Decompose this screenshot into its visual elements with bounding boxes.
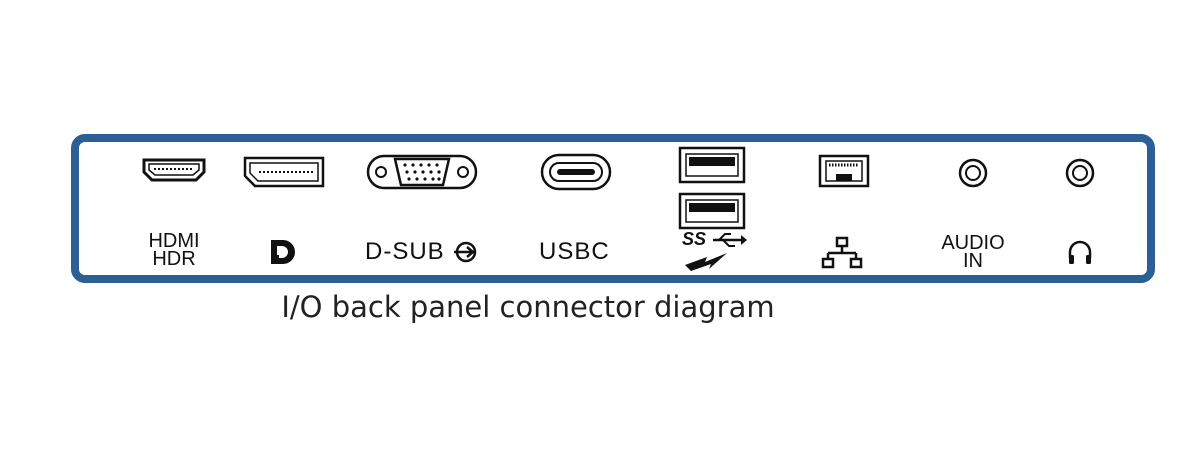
- io-back-panel: HDMI HDR D-SUB: [71, 134, 1155, 283]
- port-usbc: USBC: [537, 142, 627, 275]
- superspeed-label: SS: [682, 229, 707, 249]
- usbc-label: USBC: [539, 238, 610, 265]
- diagram-caption: I/O back panel connector diagram: [281, 290, 775, 324]
- audio-jack-icon: [958, 158, 988, 188]
- rj45-port-icon: [818, 154, 870, 188]
- network-icon: [821, 236, 863, 269]
- port-audio-in: AUDIO IN: [937, 142, 1027, 275]
- port-hdmi: HDMI HDR: [134, 142, 264, 275]
- vga-port-icon: [366, 154, 478, 190]
- usb-c-port-icon: [540, 153, 612, 191]
- port-displayport: [239, 142, 339, 275]
- port-ethernet: [815, 142, 885, 275]
- usb-a-ports-icon: [678, 146, 746, 230]
- hdmi-label: HDMI HDR: [148, 230, 200, 270]
- port-usb-a: SS: [675, 142, 755, 275]
- displayport-port-icon: [243, 156, 325, 188]
- port-dsub: D-SUB: [365, 142, 485, 275]
- port-headphone: [1057, 142, 1117, 275]
- superspeed-usb-charging-icon: [685, 233, 747, 271]
- displayport-logo-icon: [271, 240, 295, 264]
- hdmi-port-icon: [142, 158, 206, 182]
- headphone-icon: [1068, 240, 1092, 264]
- vga-input-icon: [454, 241, 477, 263]
- dsub-label: D-SUB: [365, 238, 445, 265]
- audio-in-label: AUDIO IN: [941, 232, 1005, 272]
- audio-jack-icon: [1065, 158, 1095, 188]
